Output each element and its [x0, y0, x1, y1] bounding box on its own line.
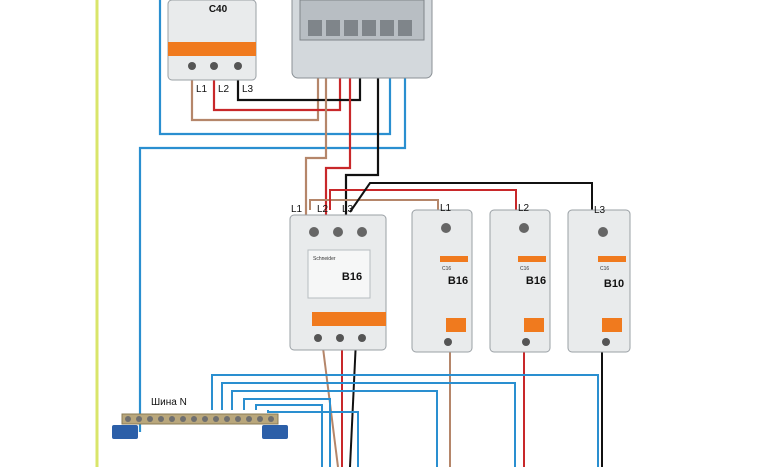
busbar-screw	[202, 416, 208, 422]
busbar-screw	[213, 416, 219, 422]
neutral-wire-outer	[158, 0, 392, 136]
neutral-ret-2	[221, 382, 516, 467]
single-breaker-3: C16 B10	[567, 209, 631, 353]
single-1-rating: B16	[448, 275, 468, 287]
busbar-label: Шина N	[151, 397, 187, 408]
busbar-screw	[158, 416, 164, 422]
busbar-screw	[180, 416, 186, 422]
jumper-l1	[309, 199, 439, 212]
busbar-screw	[257, 416, 263, 422]
s3-c-rating: C16	[600, 266, 609, 272]
busbar-screw	[246, 416, 252, 422]
wire-l1-mid	[304, 40, 328, 225]
neutral-busbar	[112, 413, 288, 439]
label-top-l2: L2	[218, 84, 230, 95]
three-pole-rating: B16	[342, 271, 362, 283]
label-mid-l3: L3	[342, 204, 354, 215]
label-top-l1: L1	[196, 84, 208, 95]
neutral-wire-main	[138, 40, 407, 432]
single-breaker-1: C16 B16	[411, 209, 473, 353]
electricity-meter	[291, 0, 433, 79]
busbar-screw	[136, 416, 142, 422]
busbar-screw	[169, 416, 175, 422]
busbar-screw	[147, 416, 153, 422]
jumper-l2	[329, 189, 517, 212]
neutral-ret-3	[231, 390, 438, 467]
label-top-l3: L3	[242, 84, 254, 95]
wire-l1-top	[190, 40, 320, 122]
neutral-ret-5	[255, 404, 323, 467]
main-breaker-rating: C40	[209, 4, 228, 15]
neutral-ret-1	[211, 374, 599, 467]
busbar-screw	[125, 416, 131, 422]
label-s3: L3	[594, 205, 606, 216]
busbar-screw	[235, 416, 241, 422]
label-s2: L2	[518, 203, 530, 214]
three-pole-breaker-b16: Schneider B16	[289, 214, 387, 351]
neutral-ret-4	[243, 398, 331, 467]
wire-l2-mid	[324, 40, 352, 225]
busbar-screw	[268, 416, 274, 422]
out-l3-left	[349, 339, 357, 467]
single-breaker-2: C16 B16	[489, 209, 551, 353]
single-2-rating: B16	[526, 275, 546, 287]
label-mid-l2: L2	[317, 204, 329, 215]
s2-c-rating: C16	[520, 266, 529, 272]
label-s1: L1	[440, 203, 452, 214]
label-mid-l1: L1	[291, 204, 303, 215]
busbar-screw	[191, 416, 197, 422]
s1-c-rating: C16	[442, 266, 451, 272]
single-3-rating: B10	[604, 278, 624, 290]
brand-label: Schneider	[313, 256, 336, 262]
neutral-ret-6	[267, 410, 359, 467]
busbar-screw	[224, 416, 230, 422]
jumper-l3	[349, 182, 593, 213]
main-breaker-c40: C40	[167, 0, 257, 81]
